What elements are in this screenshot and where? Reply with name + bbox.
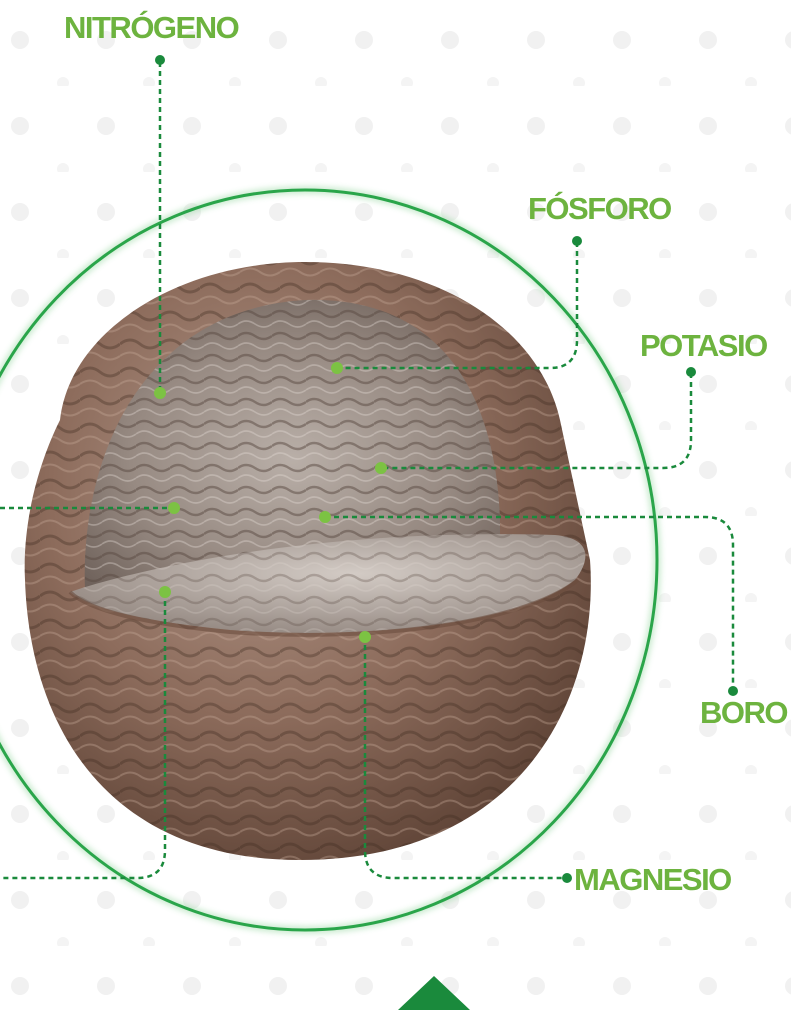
label-potassium: POTASIO: [640, 330, 767, 361]
granule-cross-section-icon: [25, 262, 591, 860]
label-boron: BORO: [700, 697, 787, 728]
label-nitrogen: NITRÓGENO: [64, 12, 238, 43]
dot-phosphorus-location: [331, 362, 343, 374]
dot-left-upper-location: [168, 502, 180, 514]
dot-magnesium-end: [562, 873, 572, 883]
dot-boron-location: [319, 511, 331, 523]
dot-magnesium-location: [359, 631, 371, 643]
label-magnesium: MAGNESIO: [574, 864, 731, 895]
label-phosphorus: FÓSFORO: [528, 193, 671, 224]
dot-nitrogen-end: [155, 55, 165, 65]
dot-phosphorus-end: [572, 236, 582, 246]
dot-potassium-location: [375, 462, 387, 474]
dot-nitrogen-location: [154, 387, 166, 399]
dot-left-lower-location: [159, 586, 171, 598]
dot-potassium-end: [686, 367, 696, 377]
